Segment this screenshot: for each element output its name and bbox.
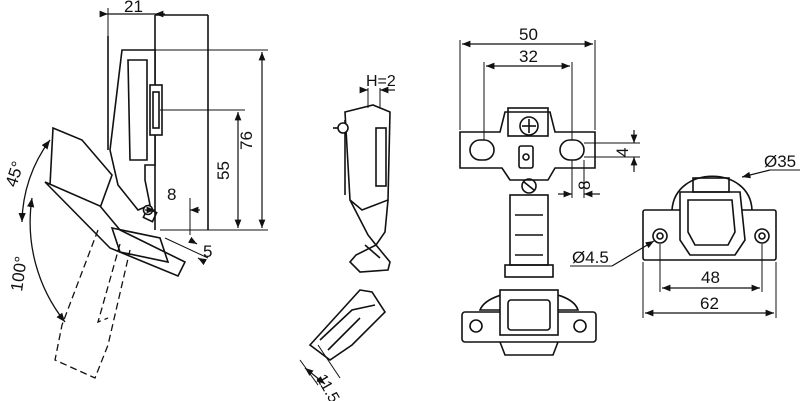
dim-hole-spacing-label: 48 <box>701 268 720 287</box>
profile-view <box>299 86 395 386</box>
dim-plate-width-label: 62 <box>700 294 719 313</box>
dim-width-outer-label: 50 <box>519 25 538 44</box>
dim-offset-label: 8 <box>167 185 176 204</box>
dim-slot-offset-label: 8 <box>575 181 594 190</box>
dim-width-inner-label: 32 <box>519 47 538 66</box>
angle-small-label: 45° <box>2 159 28 189</box>
angle-large-label: 100° <box>7 255 31 292</box>
dim-h-label: H=2 <box>366 73 396 90</box>
dim-gap-label: 5 <box>203 242 212 261</box>
dim-cup-diameter-label: Ø35 <box>764 152 796 171</box>
dim-height-outer-label: 76 <box>237 131 256 150</box>
dim-depth-label: 21 <box>124 0 143 16</box>
cup-view <box>570 169 800 318</box>
dim-height-inner-label: 55 <box>214 161 233 180</box>
dim-slot-height-label: 4 <box>613 148 632 157</box>
dim-hole-diameter-label: Ø4.5 <box>572 248 609 267</box>
front-view <box>459 40 640 356</box>
dim-thickness-label: 11.5 <box>313 372 343 401</box>
side-view <box>18 8 268 379</box>
